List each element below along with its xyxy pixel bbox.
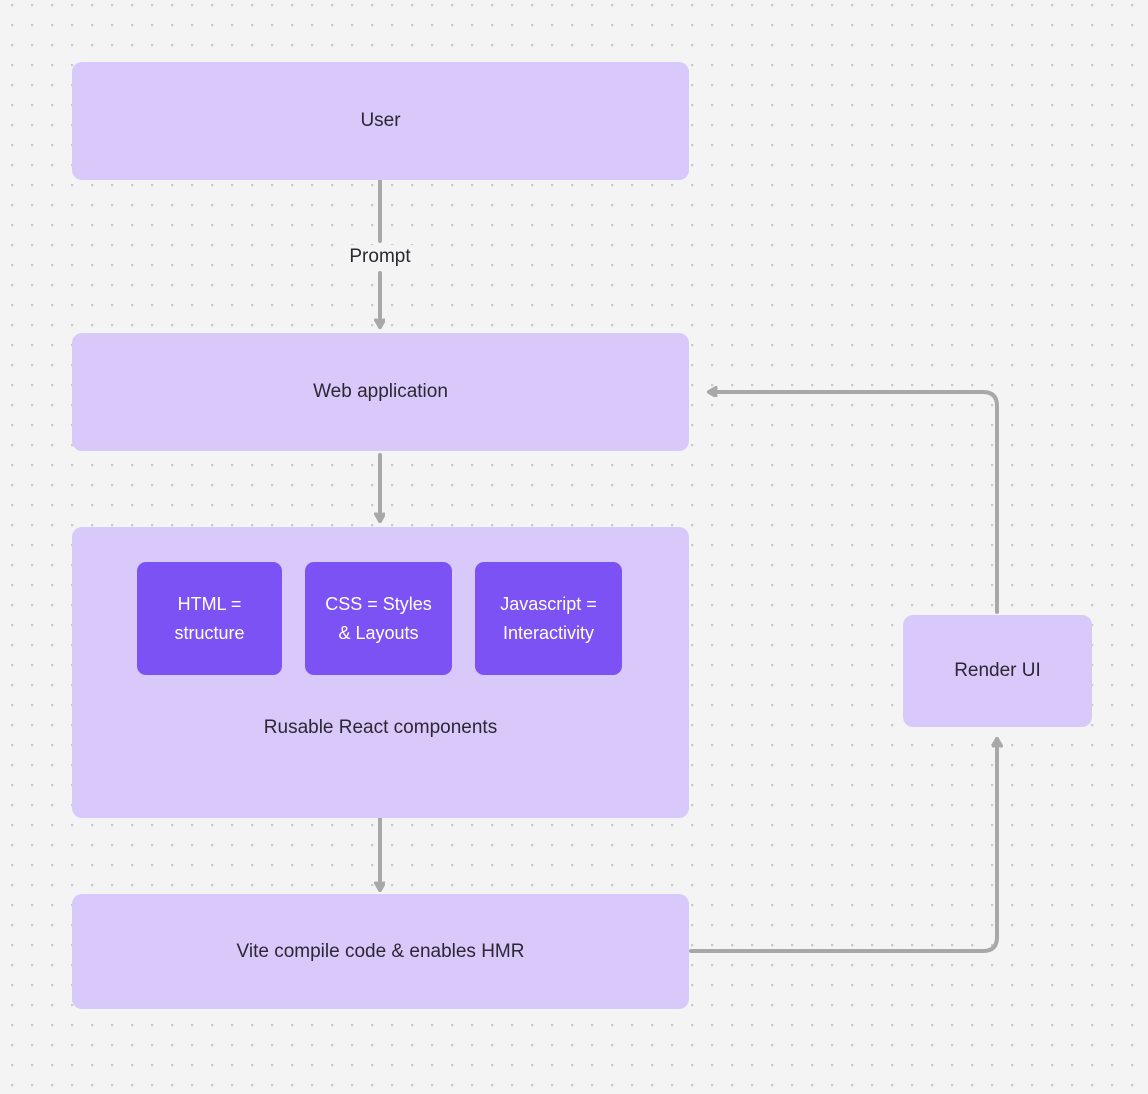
node-javascript-line2: Interactivity xyxy=(502,622,594,643)
node-css-line2: & Layouts xyxy=(338,622,419,643)
node-javascript-label: Javascript = Interactivity xyxy=(500,590,597,648)
node-html-line2: structure xyxy=(174,622,245,643)
node-html-line1: HTML = xyxy=(177,593,242,614)
node-javascript[interactable]: Javascript = Interactivity xyxy=(475,562,622,675)
node-html[interactable]: HTML = structure xyxy=(137,562,282,675)
edge-label-prompt: Prompt xyxy=(342,245,418,269)
node-css[interactable]: CSS = Styles & Layouts xyxy=(305,562,452,675)
edge-vite-to-render-ui xyxy=(689,737,997,953)
node-web-application-label: Web application xyxy=(313,381,448,402)
node-html-label: HTML = structure xyxy=(174,590,244,648)
node-components-group[interactable]: HTML = structure CSS = Styles & Layouts … xyxy=(72,527,689,818)
node-web-application[interactable]: Web application xyxy=(72,333,689,451)
node-vite-label: Vite compile code & enables HMR xyxy=(236,940,525,962)
node-css-line1: CSS = Styles xyxy=(325,593,432,614)
node-javascript-line1: Javascript = xyxy=(500,593,597,614)
node-user-label: User xyxy=(360,110,401,131)
node-css-label: CSS = Styles & Layouts xyxy=(325,590,432,648)
node-user[interactable]: User xyxy=(72,62,689,180)
components-group-caption: Rusable React components xyxy=(263,717,498,738)
components-row: HTML = structure CSS = Styles & Layouts … xyxy=(137,562,622,675)
edge-render-ui-to-web-application xyxy=(707,392,999,614)
node-vite[interactable]: Vite compile code & enables HMR xyxy=(72,894,689,1009)
node-render-ui-label: Render UI xyxy=(954,660,1041,681)
node-render-ui[interactable]: Render UI xyxy=(903,615,1092,727)
